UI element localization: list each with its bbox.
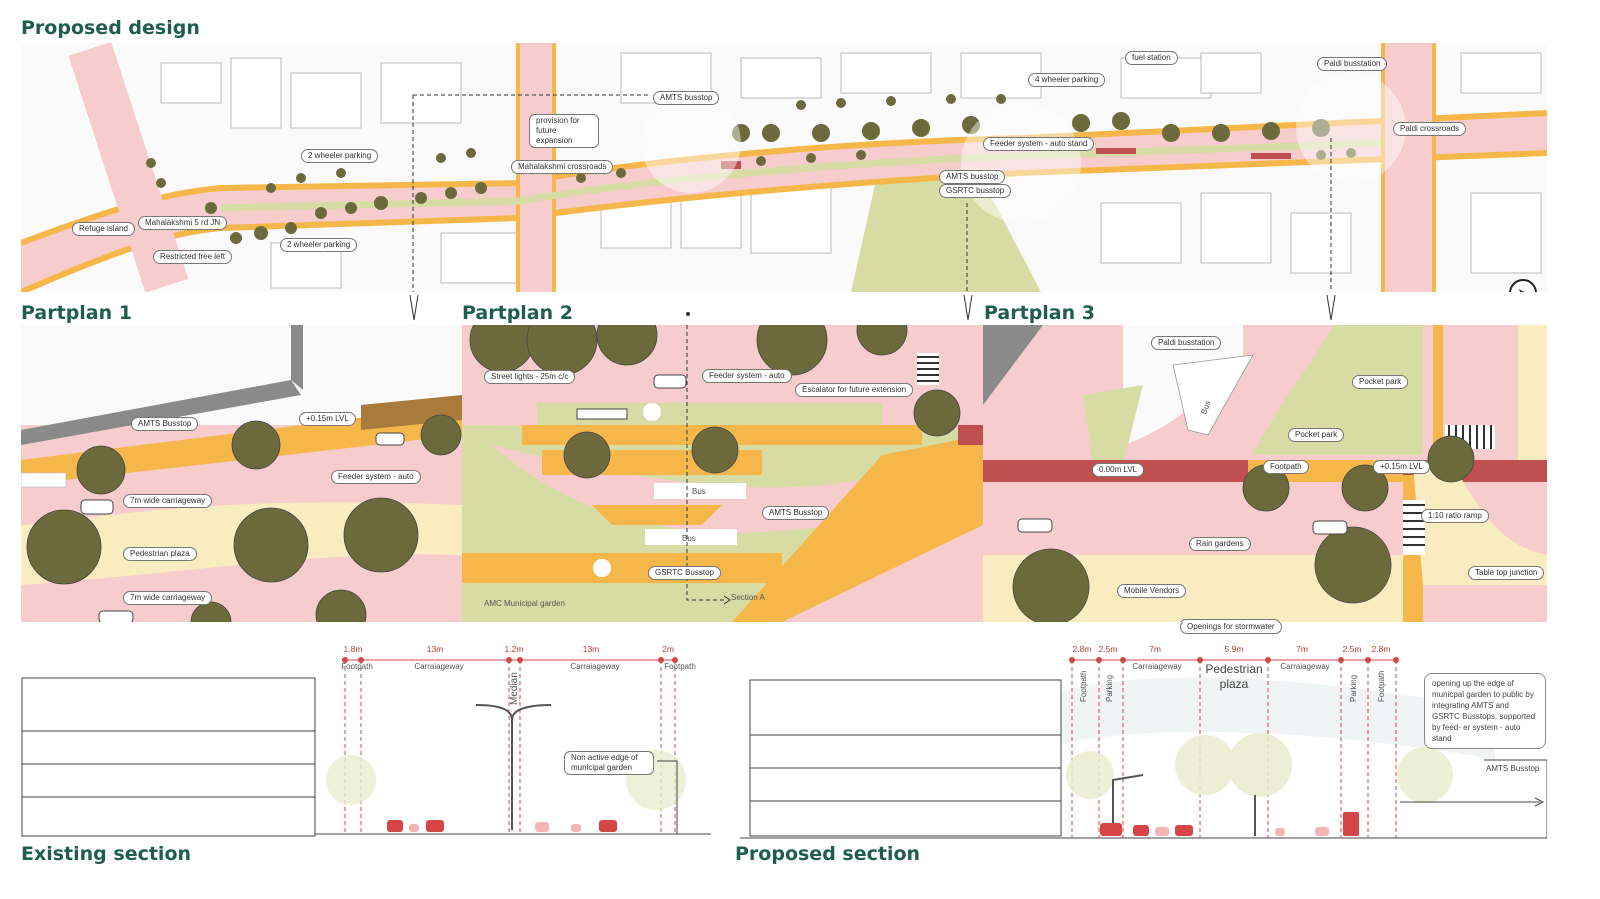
- pp2-label-bus-b: Bus: [682, 534, 696, 543]
- heading-proposed-design: Proposed design: [21, 17, 200, 39]
- pr-dim-footpath-l: 2.8m: [1072, 644, 1092, 654]
- pp1-label-carriageway-b: 7m wide carriageway: [123, 591, 213, 605]
- pp3-label-pocket-park-a: Pocket park: [1352, 375, 1409, 389]
- pp2-label-garden: AMC Municipal garden: [484, 599, 565, 608]
- heading-existing-section: Existing section: [21, 843, 192, 865]
- partplan-3-drawing: [983, 325, 1547, 622]
- pr-dim-plaza: 5.9m: [1224, 644, 1244, 654]
- ex-label-median: Median: [509, 672, 520, 705]
- pr-label-parking-r: Parking: [1349, 674, 1358, 702]
- pr-dim-parking-r: 2.5m: [1342, 644, 1362, 654]
- ex-dim-carriageway-r: 13m: [582, 644, 600, 654]
- label-refuge-island: Refuge island: [72, 222, 135, 236]
- pp2-label-street-lights: Street lights - 25m c/c: [484, 370, 576, 384]
- pp2-label-escalator: Escalator for future extension: [795, 383, 914, 397]
- ex-label-carriageway-l: Carraiageway: [414, 662, 464, 671]
- pp1-label-carriageway-a: 7m wide carriageway: [123, 494, 213, 508]
- ex-label-carriageway-r: Carraiageway: [570, 662, 620, 671]
- heading-partplan-1: Partplan 1: [21, 302, 132, 324]
- pp2-label-amts-busstop: AMTS Busstop: [762, 506, 830, 520]
- pp3-label-ramp: 1:10 ratio ramp: [1421, 509, 1489, 523]
- pr-label-carriageway-r: Carraiageway: [1280, 662, 1330, 671]
- pp2-label-section-a: Section A: [731, 593, 765, 602]
- partplan-2-drawing: [462, 325, 983, 622]
- heading-partplan-2: Partplan 2: [462, 302, 573, 324]
- pr-label-footpath-l: Footpath: [1079, 670, 1088, 702]
- pr-label-plaza: Pedestrian plaza: [1205, 662, 1263, 691]
- label-2-wheeler-parking-a: 2 wheeler parking: [301, 149, 379, 163]
- pp2-label-feeder-auto: Feeder system - auto: [702, 369, 792, 383]
- heading-partplan-3: Partplan 3: [984, 302, 1095, 324]
- pp2-label-bus-a: Bus: [692, 487, 706, 496]
- pp3-label-table-top: Table top junction: [1468, 566, 1545, 580]
- pp1-label-pedestrian-plaza: Pedestrian plaza: [123, 547, 197, 561]
- ex-label-footpath-r: Footpath: [664, 662, 696, 671]
- pp2-label-gsrtc-busstop: GSRTC Busstop: [648, 566, 721, 580]
- ex-note-non-active-edge: Non active edge of municipal garden: [564, 751, 654, 775]
- ex-label-footpath-l: Footpath: [341, 662, 373, 671]
- pp3-label-lvl: +0.15m LVL: [1373, 460, 1430, 474]
- label-feeder-auto-stand: Feeder system - auto stand: [983, 137, 1095, 151]
- label-4-wheeler-parking: 4 wheeler parking: [1028, 73, 1106, 87]
- pr-label-parking-l: Parking: [1105, 674, 1114, 702]
- pp3-label-pocket-park-b: Pocket park: [1288, 428, 1345, 442]
- label-amts-busstop-mid: AMTS busstop: [939, 170, 1006, 184]
- ex-dim-footpath-r: 2m: [662, 644, 674, 654]
- pp3-label-lvl-zero: 0.00m LVL: [1092, 463, 1145, 477]
- label-restricted-free-left: Restricted free left: [153, 250, 232, 264]
- pr-dim-carriageway-r: 7m: [1296, 644, 1308, 654]
- label-gsrtc-busstop-mid: GSRTC busstop: [939, 184, 1012, 198]
- proposed-section: 2.8m 2.5m 7m 5.9m 7m 2.5m 2.8m Footpath …: [735, 640, 1547, 840]
- pr-label-footpath-r: Footpath: [1377, 670, 1386, 702]
- label-provision-future: provision for future expansion: [529, 114, 599, 148]
- pr-note-opening: opening up the edge of municpal garden t…: [1424, 673, 1546, 749]
- label-paldi-busstation-top: Paldi busstation: [1317, 57, 1388, 71]
- pp3-label-paldi-busstation: Paldi busstation: [1151, 336, 1222, 350]
- ex-dim-median: 1.2m: [504, 644, 524, 654]
- label-amts-busstop-top: AMTS busstop: [653, 91, 720, 105]
- pr-dim-footpath-r: 2.8m: [1371, 644, 1391, 654]
- partplan-2: Street lights - 25m c/c Feeder system - …: [462, 325, 983, 622]
- pp3-label-mobile-vendors: Mobile Vendors: [1117, 584, 1187, 598]
- overview-plan: Refuge island Mahalakshmi 5 rd JN Restri…: [21, 43, 1547, 292]
- label-mahalakshmi-crossroads: Mahalakshmi crossroads: [511, 160, 614, 174]
- connector-arrows: [409, 294, 1336, 321]
- pr-dim-parking-l: 2.5m: [1098, 644, 1118, 654]
- pp3-label-footpath: Footpath: [1263, 460, 1309, 474]
- pp1-label-feeder-auto: Feeder system - auto: [331, 470, 421, 484]
- pr-dim-carriageway-l: 7m: [1149, 644, 1161, 654]
- existing-section-drawing: [21, 657, 711, 837]
- partplan-3: Paldi busstation Bus Pocket park Pocket …: [983, 325, 1547, 622]
- overview-plan-drawing: [21, 43, 1547, 292]
- label-2-wheeler-parking-b: 2 wheeler parking: [280, 238, 358, 252]
- heading-proposed-section: Proposed section: [735, 843, 921, 865]
- ex-dim-carriageway-l: 13m: [426, 644, 444, 654]
- pp3-label-rain-gardens: Rain gardens: [1189, 537, 1251, 551]
- label-fuel-station: fuel station: [1125, 51, 1178, 65]
- label-paldi-crossroads: Paldi crossroads: [1393, 122, 1467, 136]
- pr-label-amts-busstop: AMTS Busstop: [1486, 764, 1540, 773]
- pp1-label-lvl: +0.15m LVL: [299, 412, 356, 426]
- pp3-label-stormwater: Openings for stormwater: [1179, 619, 1281, 622]
- ex-dim-footpath-l: 1.8m: [343, 644, 363, 654]
- partplan-1: AMTS Busstop +0.15m LVL Feeder system - …: [21, 325, 462, 622]
- proposed-section-drawing: [740, 657, 1547, 839]
- pr-label-carriageway-l: Carraiageway: [1132, 662, 1182, 671]
- pp1-label-amts-busstop: AMTS Busstop: [131, 417, 199, 431]
- label-mahalakshmi-jn: Mahalakshmi 5 rd JN: [138, 216, 228, 230]
- pp3-label-stormwater-outer: Openings for stormwater: [1180, 620, 1282, 634]
- existing-section: 1.8m 13m 1.2m 13m 2m Footpath Carraiagew…: [21, 640, 711, 840]
